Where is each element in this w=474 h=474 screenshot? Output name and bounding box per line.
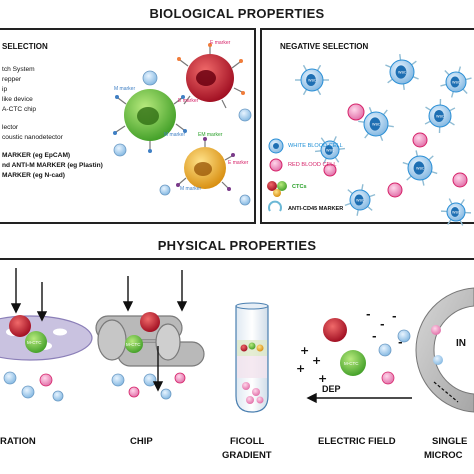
list-item: A-CTC chip [2, 106, 37, 113]
label-e-marker: E marker [178, 98, 199, 104]
arrow-down-icon [10, 268, 48, 322]
positive-green-ctc [113, 89, 187, 153]
svg-text:-: - [366, 308, 371, 321]
wbc-cell: WBC [424, 98, 456, 134]
ficoll-tube-illustration [235, 302, 269, 413]
list-item: tch System [2, 66, 35, 73]
list-item: lector [2, 124, 19, 131]
dep-label: DEP [322, 384, 341, 394]
svg-text:+: + [318, 372, 327, 385]
ficoll-label-line1: FICOLL [230, 436, 265, 447]
list-item: nd ANTI-M MARKER (eg Plastin) [2, 162, 103, 169]
chip-illustration [95, 312, 205, 400]
wbc-cell: WBC [402, 150, 438, 186]
wbc-cell-text: WBC [398, 71, 407, 75]
positive-red-ctc [177, 43, 245, 109]
wbc-cell: WBC [315, 136, 345, 164]
wbc-cell-text: WBC [372, 123, 381, 127]
legend-cd45-icon [268, 200, 282, 212]
label-e-marker: E marker [210, 40, 231, 46]
inertial-label-line2: MICROC [424, 450, 463, 461]
svg-text:+: + [312, 354, 321, 367]
legend-ctc-icon [267, 181, 287, 197]
mctc-label: M-CTC [344, 361, 359, 366]
positive-selection-heading: SELECTION [2, 42, 48, 51]
minus-icon: ----- [366, 308, 403, 349]
physical-properties-title: PHYSICAL PROPERTIES [157, 238, 317, 253]
list-item: MARKER (eg EpCAM) [2, 152, 71, 159]
list-item: coustic nanodetector [2, 134, 63, 141]
label-em-marker: EM marker [198, 132, 223, 138]
label-m-marker: M marker [114, 86, 136, 92]
label-e-marker: E marker [228, 160, 249, 166]
electric-field-label: ELECTRIC FIELD [318, 436, 396, 447]
inertial-label: IN [456, 338, 466, 349]
biological-properties-title: BIOLOGICAL PROPERTIES [149, 6, 325, 21]
wbc-cell-text: WBC [356, 199, 365, 203]
svg-text:-: - [372, 330, 377, 343]
wbc-cell-text: WBC [452, 211, 461, 215]
svg-text:-: - [392, 310, 397, 323]
positive-small-wbc-cells [113, 70, 252, 206]
list-item: like device [2, 96, 33, 103]
wbc-cell-text: WBC [326, 149, 335, 153]
legend-cd45-label: ANTI-CD45 MARKER [288, 206, 344, 212]
chip-label: CHIP [130, 436, 153, 447]
positive-selection-list: tch System repper ip like device A-CTC c… [2, 65, 103, 181]
svg-text:+: + [296, 362, 305, 375]
wbc-cell: WBC [385, 54, 419, 90]
wbc-cell-text: WBC [436, 115, 445, 119]
legend-wbc-icon [268, 138, 284, 154]
filtration-illustration [0, 315, 93, 402]
arrow-left-icon [306, 392, 412, 404]
svg-text:-: - [398, 336, 403, 349]
list-item: ip [2, 86, 8, 93]
list-item: MARKER (eg N-cad) [2, 172, 66, 179]
mctc-label: M-CTC [126, 342, 141, 347]
inertial-label-line1: SINGLE [432, 436, 468, 447]
ficoll-label-line2: GRADIENT [222, 450, 272, 461]
positive-yellow-ctc [176, 137, 235, 191]
wbc-cell: WBC [440, 198, 472, 226]
electric-field-illustration [323, 318, 411, 385]
legend-rbc-label: RED BLOOD CELL [288, 162, 337, 168]
mctc-label: M-CTC [27, 340, 42, 345]
inertial-spiral-illustration [415, 287, 474, 413]
negative-wbc-cells: WBC WBC WBC WBC WBC WBC WBC WBC WBC [295, 54, 472, 226]
negative-rbc-cells [323, 103, 468, 198]
label-m-marker: M marker [164, 132, 186, 138]
list-item: repper [2, 76, 22, 83]
wbc-cell-text: WBC [308, 79, 317, 83]
negative-selection-heading: NEGATIVE SELECTION [280, 42, 369, 51]
wbc-cell: WBC [344, 184, 376, 216]
plus-icon: ++++ [296, 344, 327, 385]
wbc-cell-text: WBC [416, 167, 425, 171]
filtration-label: RATION [0, 436, 36, 447]
svg-text:+: + [300, 344, 309, 357]
wbc-cell: WBC [295, 64, 329, 96]
wbc-cell: WBC [358, 106, 394, 142]
wbc-cell: WBC [440, 66, 472, 98]
legend-ctc-label: CTCs [292, 184, 307, 190]
legend-wbc-label: WHITE BLOOD CELL [288, 143, 343, 149]
svg-text:-: - [380, 318, 385, 331]
wbc-cell-text: WBC [452, 81, 461, 85]
label-m-marker: M marker [180, 186, 202, 192]
arrow-down-icon [122, 270, 188, 392]
legend-rbc-icon [269, 158, 283, 172]
